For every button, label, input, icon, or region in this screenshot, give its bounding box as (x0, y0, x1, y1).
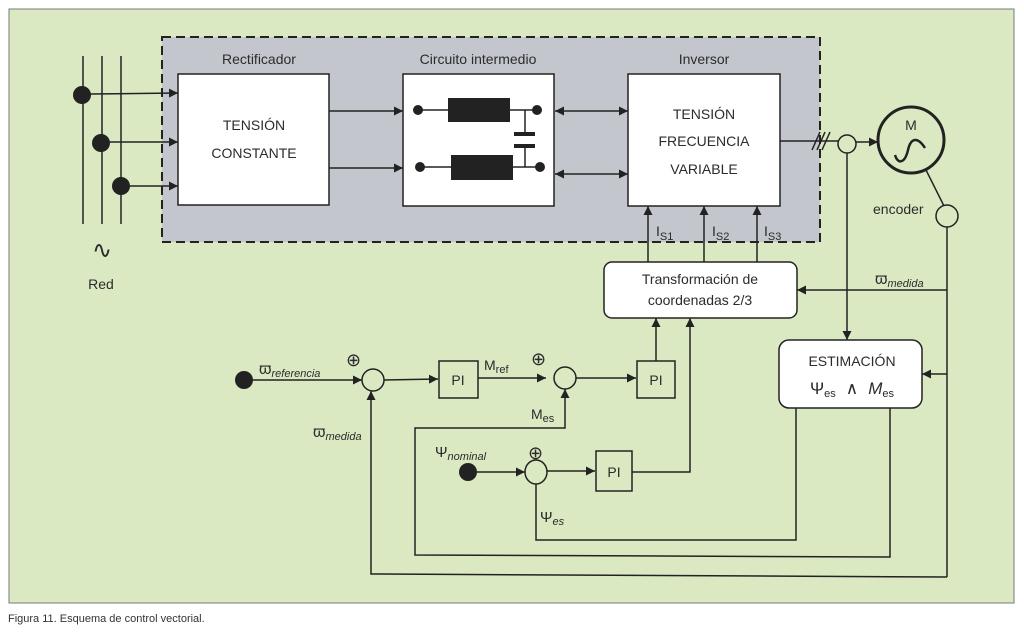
m-ref-label: Mref (484, 357, 509, 376)
sum-junction-speed (361, 368, 385, 392)
encoder-icon (935, 204, 959, 228)
psi-es-label: Ψes (540, 509, 565, 528)
capacitor-plate-bottom (514, 144, 535, 148)
psi-es-feedback-loop (535, 408, 797, 541)
encoder-shaft (925, 169, 945, 207)
dc-link-circuit (413, 98, 545, 180)
current-sensor-node (837, 134, 857, 154)
rectifier-title: Rectificador (222, 51, 296, 67)
motor-label: M (905, 117, 917, 133)
inverter-line3: VARIABLE (670, 161, 737, 177)
estimation-block (778, 339, 923, 409)
inverter-line2: FRECUENCIA (658, 133, 750, 149)
current-label-2: IS2 (712, 223, 729, 243)
sum1-to-pi1 (383, 374, 439, 384)
estimation-formula: Ψes∧Mes (810, 379, 895, 400)
pi-flux-label: PI (607, 464, 620, 480)
psi-nominal-label: Ψnominal (435, 444, 487, 463)
sum2-sign: ⊕ (531, 349, 546, 369)
phase-line-1 (89, 88, 179, 98)
dc-link-title: Circuito intermedio (420, 51, 537, 67)
omega-ref-label: ϖreferencia (259, 361, 320, 380)
inverter-block (627, 73, 781, 207)
capacitor-plate-top (514, 132, 535, 136)
network-nodes (73, 86, 130, 195)
omega-feedback-loop (366, 391, 948, 578)
pi-speed-label: PI (451, 372, 464, 388)
m-es-label: Mes (531, 406, 555, 425)
network-label: Red (88, 276, 114, 292)
inverter-title: Inversor (679, 51, 730, 67)
current-label-1: IS1 (656, 223, 673, 243)
omega-medida-right-label: ϖmedida (875, 271, 924, 290)
inverter-line1: TENSIÓN (673, 106, 735, 122)
m-es-feedback-loop (414, 389, 891, 558)
encoder-label: encoder (873, 201, 924, 217)
rectifier-block (177, 73, 330, 206)
omega-ref-source (235, 371, 253, 389)
sum3-sign: ⊕ (528, 443, 543, 463)
inductor-top (448, 98, 510, 122)
rectifier-line2: CONSTANTE (211, 145, 296, 161)
omega-medida-left-label: ϖmedida (313, 424, 362, 443)
sum-junction-flux (524, 459, 548, 485)
dc-link-block (402, 73, 555, 207)
estimation-title: ESTIMACIÓN (808, 353, 895, 369)
transform-line1: Transformación de (642, 271, 758, 287)
pi-torque-label: PI (649, 372, 662, 388)
transform-line2: coordenadas 2/3 (648, 292, 753, 308)
inductor-bottom (451, 155, 513, 180)
network-ac-icon: ∿ (92, 237, 112, 264)
three-phase-tick-3 (821, 131, 831, 151)
pi3-to-transform (632, 318, 695, 473)
pi-speed-block (438, 360, 479, 399)
psi-nominal-source (459, 463, 477, 481)
three-phase-tick-1 (811, 131, 821, 151)
pi-torque-block (636, 360, 676, 399)
rectifier-line1: TENSIÓN (223, 117, 285, 133)
three-phase-tick-2 (816, 131, 826, 151)
figure-caption: Figura 11. Esquema de control vectorial. (8, 613, 205, 625)
current-label-3: IS3 (764, 223, 781, 243)
sum1-sign: ⊕ (346, 350, 361, 370)
pi-flux-block (595, 450, 633, 492)
motor-ac-icon (893, 138, 927, 163)
sum-junction-torque (553, 366, 577, 390)
